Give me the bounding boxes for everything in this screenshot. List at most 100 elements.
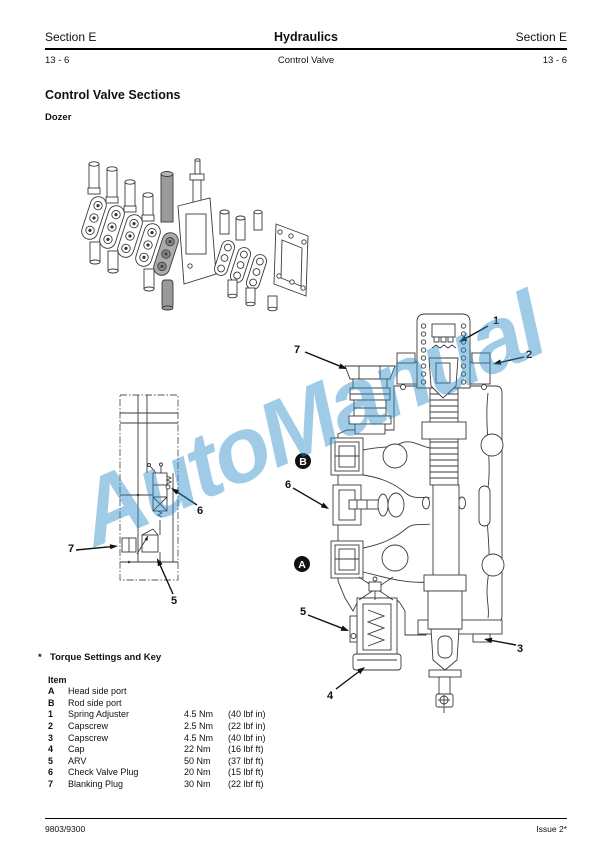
sub-heading: Dozer xyxy=(45,112,72,123)
footer-publication-number: 9803/9300 xyxy=(45,824,86,834)
iso-top-cylinders xyxy=(87,161,263,241)
top-cover-assembly xyxy=(344,313,491,435)
torque-metric: 50 Nm xyxy=(184,755,211,766)
torque-metric: 4.5 Nm xyxy=(184,709,214,720)
torque-metric: 22 Nm xyxy=(184,744,211,755)
torque-desc: Capscrew xyxy=(68,732,109,743)
head-side-port-boss xyxy=(330,540,364,579)
torque-metric: 30 Nm xyxy=(184,778,211,789)
schematic-lower-components xyxy=(121,528,162,564)
section-heading: Control Valve Sections xyxy=(45,88,181,102)
check-valve-assembly xyxy=(332,484,405,526)
callout-5: 5 xyxy=(300,606,306,618)
torque-imperial: (40 lbf in) xyxy=(228,732,266,743)
valve-cross-section-figure: 1 2 7 6 5 4 3 B xyxy=(285,313,532,713)
schematic-lines xyxy=(120,395,178,563)
footer-issue: Issue 2* xyxy=(536,824,567,834)
iso-bottom-boots xyxy=(89,241,278,312)
page-subheader: 13 - 6 Control Valve 13 - 6 xyxy=(45,55,567,66)
spring-adjuster xyxy=(431,323,456,338)
torque-desc: Blanking Plug xyxy=(68,778,124,789)
header-page-left: 13 - 6 xyxy=(45,55,70,66)
page-header: Section E Hydraulics Section E xyxy=(45,30,567,44)
torque-item: 1 xyxy=(48,709,54,720)
table-row: B Rod side port xyxy=(48,698,308,710)
torque-metric: 20 Nm xyxy=(184,767,211,778)
capscrew-top-right xyxy=(471,352,491,364)
table-row: 2 Capscrew 2.5 Nm (22 lbf in) xyxy=(48,721,308,733)
torque-imperial: (15 lbf ft) xyxy=(228,767,264,778)
capscrew-bottom xyxy=(472,633,491,643)
table-row: 6 Check Valve Plug 20 Nm (15 lbf ft) xyxy=(48,767,308,779)
torque-key-marker: * xyxy=(38,652,42,663)
torque-item: 7 xyxy=(48,778,54,789)
body-internal-passages xyxy=(362,441,431,583)
torque-imperial xyxy=(228,686,308,698)
footer-rule xyxy=(45,818,567,819)
torque-imperial: (16 lbf ft) xyxy=(228,744,264,755)
table-row: A Head side port xyxy=(48,686,308,698)
header-page-right: 13 - 6 xyxy=(542,55,567,66)
torque-key-heading: *Torque Settings and Key xyxy=(38,652,162,663)
table-row: 7 Blanking Plug 30 Nm (22 lbf ft) xyxy=(48,779,308,791)
header-section-right: Section E xyxy=(515,30,567,44)
isometric-valve-assembly-figure xyxy=(81,158,309,312)
iso-highlighted-section xyxy=(153,232,179,276)
torque-item: 6 xyxy=(48,767,54,778)
table-row: 5 ARV 50 Nm (37 lbf ft) xyxy=(48,756,308,768)
torque-item: 2 xyxy=(48,720,54,731)
body-right-plate xyxy=(478,392,505,619)
rod-side-port-boss xyxy=(330,437,364,476)
torque-imperial: (22 lbf in) xyxy=(228,720,266,731)
torque-desc: ARV xyxy=(68,755,87,766)
header-section-left: Section E xyxy=(45,30,97,44)
header-rule xyxy=(45,48,567,50)
torque-settings-key: *Torque Settings and Key Item A Head side… xyxy=(38,652,308,791)
callout-1: 1 xyxy=(493,315,499,327)
table-row: 4 Cap 22 Nm (16 lbf ft) xyxy=(48,744,308,756)
capscrew-top-left xyxy=(396,352,416,364)
svg-text:B: B xyxy=(299,456,307,468)
page-footer: 9803/9300 Issue 2* xyxy=(45,824,567,834)
iso-center-block xyxy=(177,158,217,285)
callout-7: 7 xyxy=(294,344,300,356)
torque-item: B xyxy=(48,697,55,708)
torque-metric: 4.5 Nm xyxy=(184,732,214,743)
torque-imperial: (22 lbf ft) xyxy=(228,778,264,789)
torque-metric: 2.5 Nm xyxy=(184,720,214,731)
cross-section-callouts: 1 2 7 6 5 4 3 B xyxy=(285,315,532,702)
callout-4: 4 xyxy=(327,690,334,702)
torque-imperial xyxy=(228,698,308,710)
header-subtitle: Control Valve xyxy=(277,55,335,66)
iso-end-plate xyxy=(273,223,309,297)
torque-item: A xyxy=(48,686,55,697)
torque-desc: Head side port xyxy=(68,686,127,697)
hydraulic-schematic-figure: 7 5 6 xyxy=(68,394,203,607)
schematic-boundary xyxy=(119,394,179,581)
torque-metric xyxy=(184,698,228,710)
schematic-callouts: 7 5 6 xyxy=(68,488,203,607)
schematic-callout-7: 7 xyxy=(68,543,74,555)
callout-6: 6 xyxy=(285,479,291,491)
torque-imperial: (37 lbf ft) xyxy=(228,755,264,766)
iso-valve-sections xyxy=(81,196,268,290)
torque-item: 4 xyxy=(48,744,54,755)
schematic-valve-symbol xyxy=(136,462,173,518)
schematic-callout-5: 5 xyxy=(171,595,177,607)
torque-desc: Check Valve Plug xyxy=(68,767,139,778)
arv-cap xyxy=(352,653,402,671)
torque-desc: Cap xyxy=(68,744,85,755)
header-title: Hydraulics xyxy=(274,30,338,44)
torque-desc: Rod side port xyxy=(68,697,122,708)
port-marker-b: B xyxy=(295,453,311,469)
arv-assembly xyxy=(349,576,402,671)
callout-2: 2 xyxy=(526,349,532,361)
torque-item: 5 xyxy=(48,755,54,766)
torque-metric xyxy=(184,686,228,698)
callout-3: 3 xyxy=(517,643,523,655)
schematic-callout-6: 6 xyxy=(197,505,203,517)
torque-desc: Capscrew xyxy=(68,720,109,731)
torque-column-header: Item xyxy=(48,674,67,685)
